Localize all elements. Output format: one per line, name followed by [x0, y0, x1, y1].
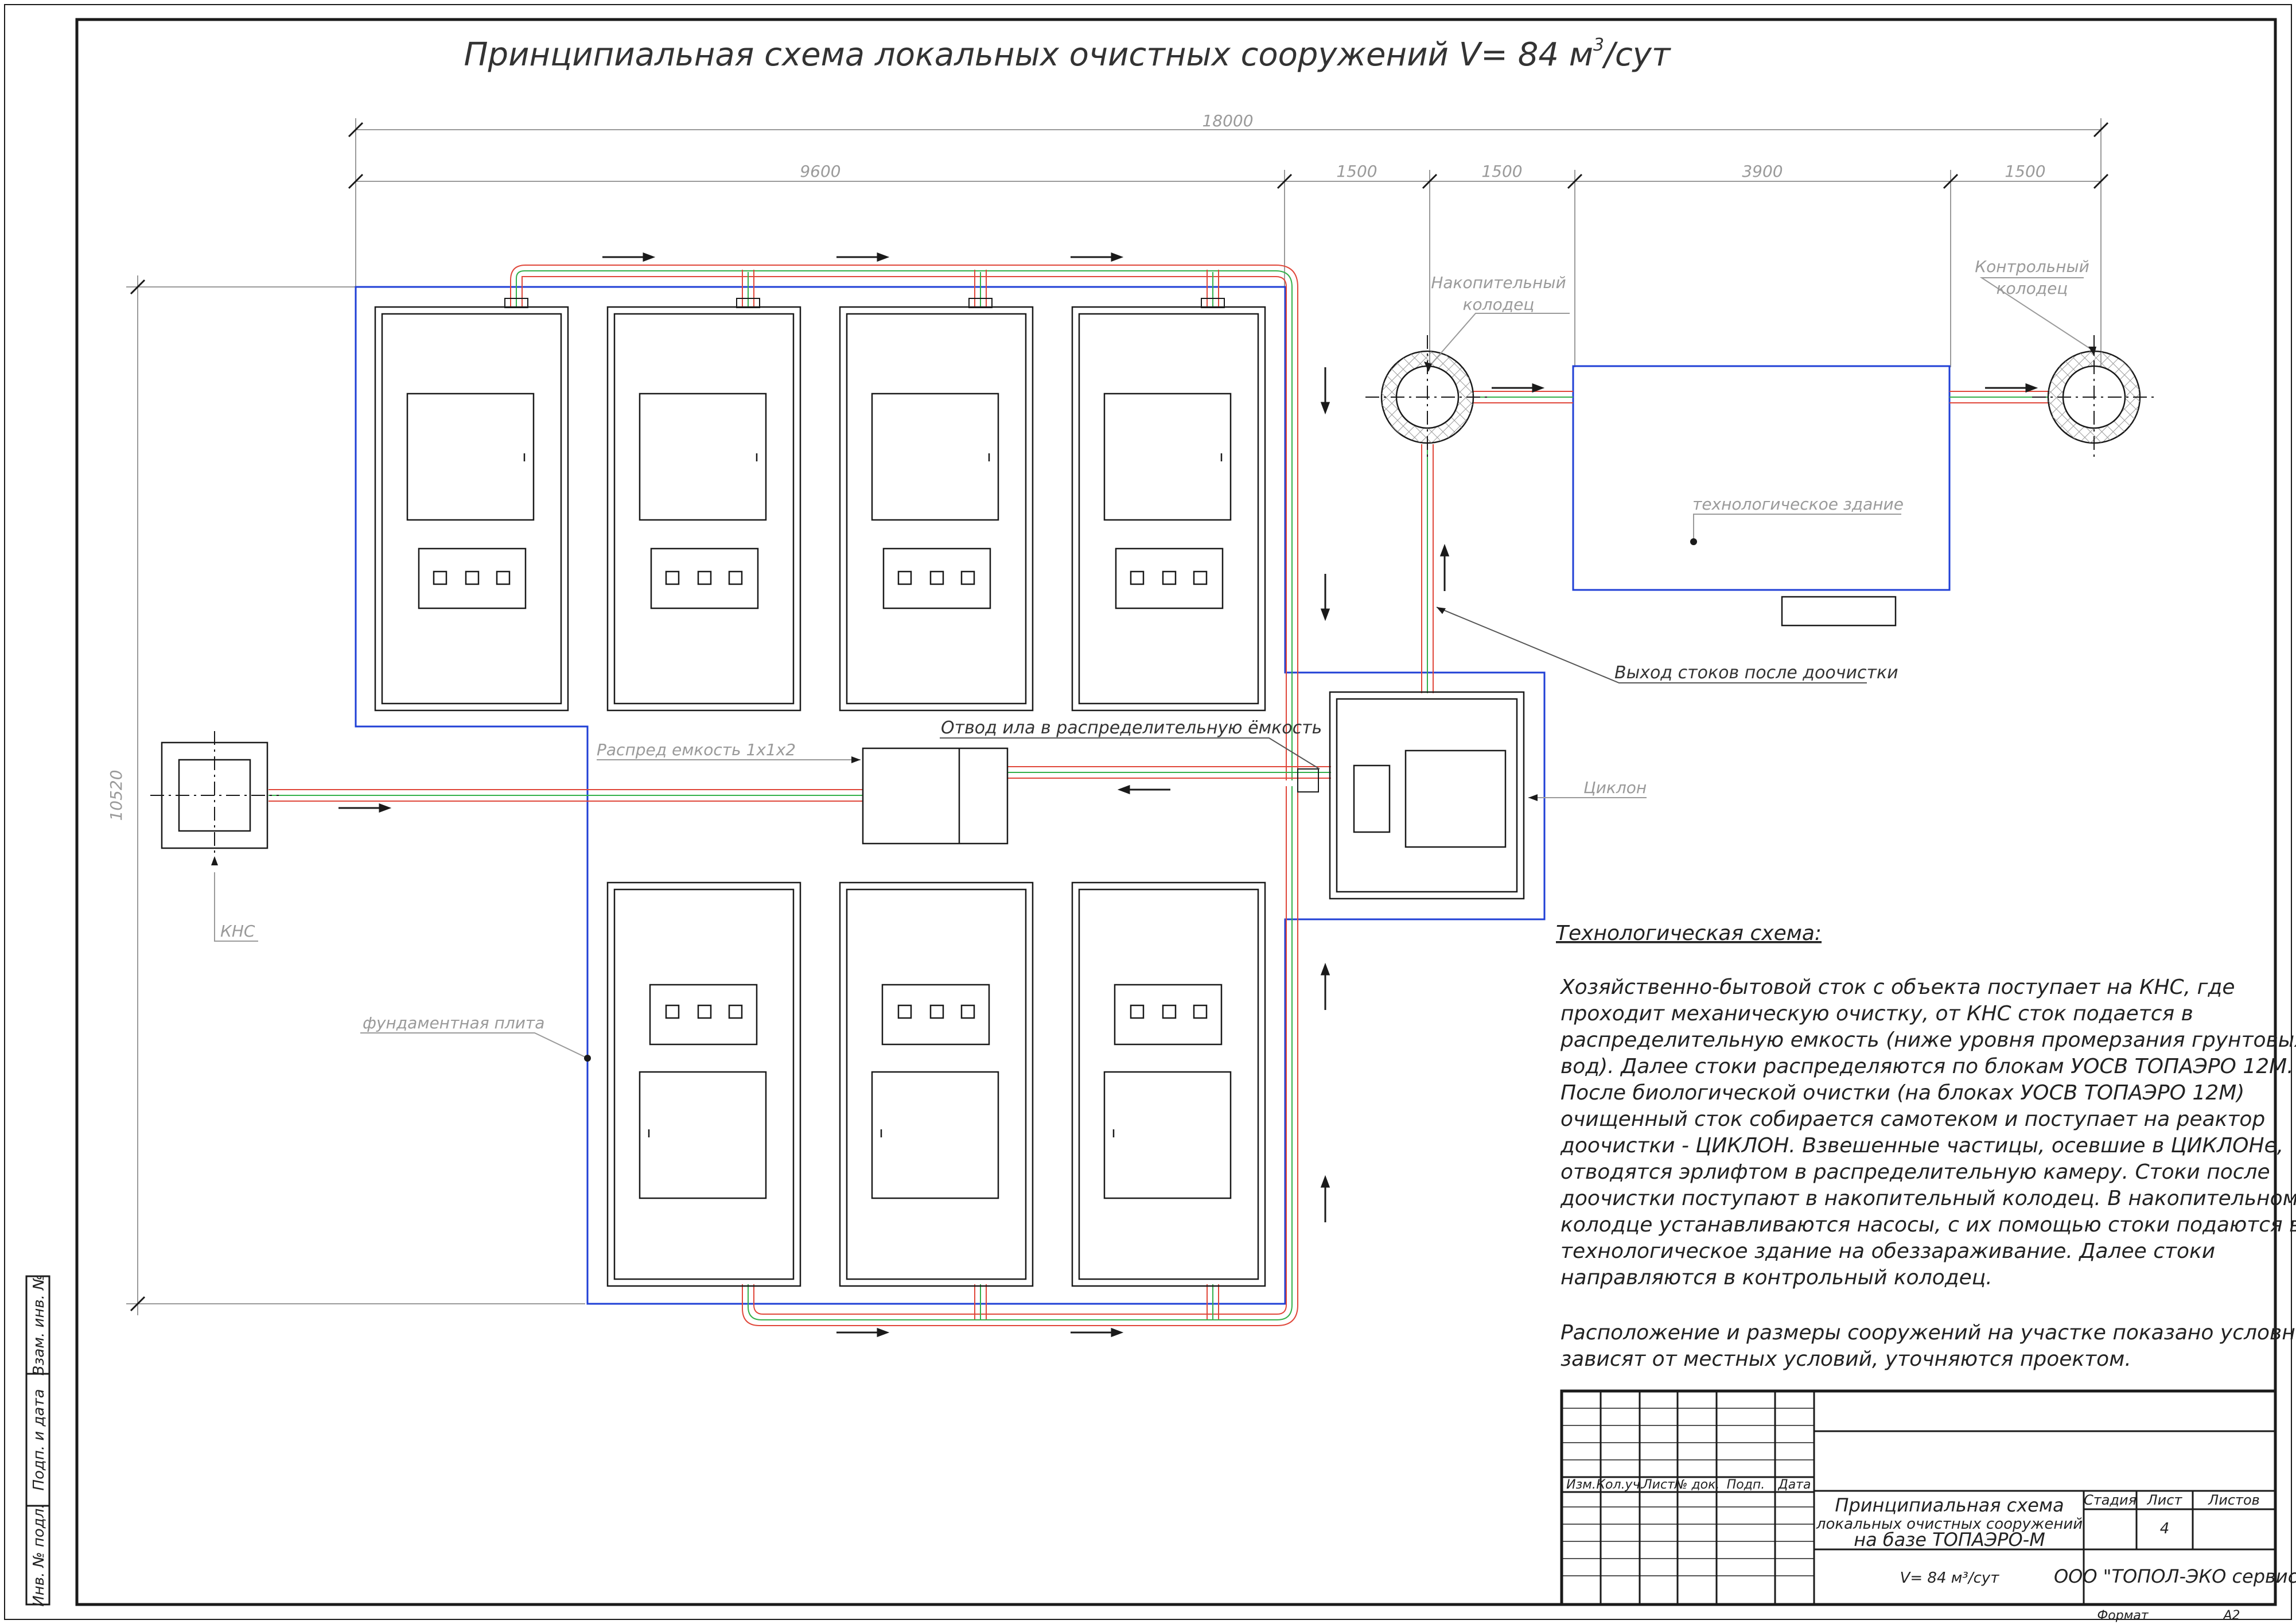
topaero-block-3	[839, 306, 1034, 712]
label-control-well-1: Контрольный	[1975, 257, 2089, 276]
dim-3900: 3900	[1742, 162, 1783, 181]
dim-1500-c: 1500	[2005, 162, 2045, 181]
description-line: направляются в контрольный колодец.	[1560, 1266, 1993, 1289]
side-stamp-text: Инв. № подл. Подп. и дата Взам. инв. №	[30, 1275, 48, 1607]
dim-overall-height: 10520	[107, 770, 126, 821]
leader-lines-dark	[940, 607, 1867, 770]
dimension-lines	[126, 118, 2102, 1315]
topaero-block-1	[374, 306, 569, 712]
tb-sheet-header: Лист	[2147, 1492, 2183, 1508]
tb-stage-header: Стадия	[2084, 1492, 2137, 1508]
pipelines	[268, 265, 2048, 1326]
dim-9600: 9600	[800, 162, 840, 181]
topaero-block-5	[606, 881, 801, 1287]
label-control-well-2: колодец	[1997, 279, 2068, 298]
foundation-outline	[355, 286, 1546, 1305]
tb-header-izm: Изм.	[1566, 1478, 1596, 1492]
dim-1500-a: 1500	[1336, 162, 1377, 181]
description-line: доочистки - ЦИКЛОН. Взвешенные частицы, …	[1560, 1134, 2283, 1157]
drawing-title: Принципиальная схема локальных очистных …	[464, 35, 1671, 73]
leader-lines	[214, 277, 2095, 1059]
dim-overall-width: 18000	[1202, 111, 1253, 130]
description-line: проходит механическую очистку, от КНС ст…	[1560, 1002, 2193, 1025]
description-line: Хозяйственно-бытовой сток с объекта пост…	[1559, 976, 2235, 999]
topaero-block-2	[606, 306, 801, 712]
description-line: вод). Далее стоки распределяются по блок…	[1560, 1055, 2294, 1078]
cyclone-reactor	[1329, 691, 1525, 900]
dimension-values: 18000 9600 1500 1500 3900 1500 10520	[107, 111, 2046, 821]
side-stamp	[25, 1275, 50, 1606]
description-line: отводятся эрлифтом в распределительную к…	[1560, 1160, 2270, 1184]
tb-format-value: А2	[2222, 1609, 2240, 1623]
label-kns: КНС	[220, 922, 255, 941]
label-sludge: Отвод ила в распределительную ёмкость	[941, 718, 1322, 738]
callout-labels: Накопительный колодец Контрольный колоде…	[220, 257, 2089, 1032]
description-heading: Технологическая схема:	[1556, 922, 1822, 945]
tb-header-podp: Подп.	[1727, 1478, 1765, 1492]
tech-building	[1572, 365, 1951, 591]
label-foundation: фундаментная плита	[363, 1013, 544, 1032]
topaero-block-4	[1071, 306, 1266, 712]
tb-header-doc: № док.	[1674, 1478, 1720, 1492]
tb-capacity: V= 84 м³/сут	[1900, 1569, 2000, 1587]
tb-format-label: Формат	[2097, 1609, 2149, 1623]
leader-arrowheads	[211, 347, 2096, 1062]
side-stamp-replace: Взам. инв. №	[30, 1275, 48, 1376]
title-block	[1560, 1389, 2277, 1606]
title-block-text: Изм. Кол.уч. Лист № док. Подп. Дата Прин…	[1566, 1478, 2296, 1623]
tb-sheet-value: 4	[2160, 1520, 2170, 1537]
description-line: доочистки поступают в накопительный коло…	[1560, 1187, 2296, 1210]
tb-sheets-header: Листов	[2208, 1492, 2260, 1508]
description-line: очищенный сток собирается самотеком и по…	[1560, 1108, 2265, 1131]
tb-name-line-2: локальных очистных сооружений	[1816, 1516, 2083, 1533]
label-outlet: Выход стоков после доочистки	[1614, 663, 1898, 683]
description-line: колодце устанавливаются насосы, с их пом…	[1560, 1213, 2296, 1237]
sheet-outer-border	[4, 4, 2292, 1620]
label-accum-well-2: колодец	[1463, 295, 1535, 314]
kns-pump-station	[150, 731, 279, 860]
tb-name-line-3: на базе ТОПАЭРО-М	[1854, 1529, 2045, 1551]
callout-labels-dark: Выход стоков после доочистки Отвод ила в…	[941, 663, 1898, 738]
label-distrib-tank: Распред емкость 1х1х2	[597, 740, 796, 759]
side-stamp-inv: Инв. № подл.	[30, 1503, 48, 1606]
dimension-ticks	[130, 122, 2109, 1312]
description-line: распределительную емкость (ниже уровня п…	[1560, 1028, 2296, 1052]
description-line: После биологической очистки (на блоках У…	[1560, 1081, 2244, 1105]
label-tech-building: технологическое здание	[1692, 495, 1904, 514]
tb-header-kol: Кол.уч.	[1596, 1478, 1644, 1492]
description-line: технологическое здание на обеззараживани…	[1560, 1240, 2215, 1263]
tb-header-data: Дата	[1778, 1478, 1811, 1492]
accumulation-well	[1365, 335, 1489, 459]
description-note: зависят от местных условий, уточняются п…	[1560, 1347, 2131, 1371]
control-well	[2032, 335, 2156, 459]
sheet-inner-frame	[75, 18, 2277, 1606]
description-note: Расположение и размеры сооружений на уча…	[1560, 1321, 2296, 1345]
process-description: Технологическая схема: Хозяйственно-быто…	[1556, 922, 2296, 1371]
flow-arrows	[338, 252, 2038, 1338]
topaero-block-6	[839, 881, 1034, 1287]
dim-1500-b: 1500	[1481, 162, 1522, 181]
label-cyclone: Циклон	[1583, 778, 1647, 797]
tb-company: ООО "ТОПОЛ-ЭКО сервис"	[2054, 1565, 2296, 1587]
side-stamp-sign: Подп. и дата	[30, 1389, 48, 1490]
label-accum-well-1: Накопительный	[1431, 273, 1566, 292]
tb-name-line-1: Принципиальная схема	[1835, 1494, 2064, 1516]
tb-header-list: Лист	[1642, 1478, 1675, 1492]
topaero-block-7	[1071, 881, 1266, 1287]
distribution-tank	[862, 747, 1009, 845]
tech-building-pad	[1781, 596, 1897, 627]
